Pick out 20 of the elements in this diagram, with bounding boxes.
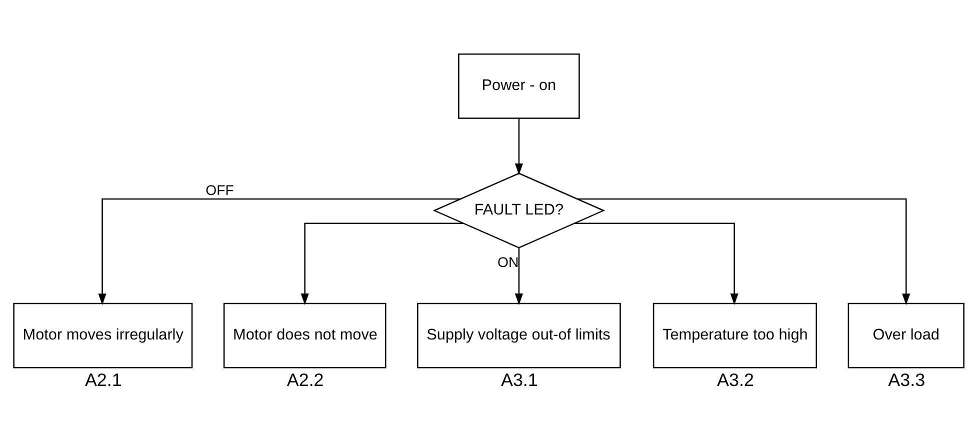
- arrow: [574, 222, 738, 305]
- edge-label: OFF: [206, 181, 234, 198]
- node-label: A2.2: [286, 369, 324, 390]
- node-label: A2.1: [84, 369, 122, 390]
- node-box: Power - on: [458, 53, 580, 118]
- edge-label: ON: [497, 254, 519, 270]
- node-diamond: FAULT LED?: [432, 172, 606, 248]
- arrow: [577, 198, 910, 305]
- node-label: A3.1: [501, 369, 538, 390]
- node-box: Temperature too high: [652, 302, 818, 368]
- node-label: A3.3: [888, 369, 926, 390]
- node-box: Over load: [848, 302, 964, 368]
- node-box: Motor moves irregularly: [13, 302, 193, 368]
- node-box: Motor does not move: [223, 302, 386, 368]
- node-box: Supply voltage out-of limits: [417, 302, 621, 368]
- arrow: [514, 248, 523, 305]
- arrow: [98, 198, 461, 305]
- arrow: [300, 222, 464, 305]
- node-label: A3.2: [717, 369, 754, 390]
- arrow: [514, 118, 523, 174]
